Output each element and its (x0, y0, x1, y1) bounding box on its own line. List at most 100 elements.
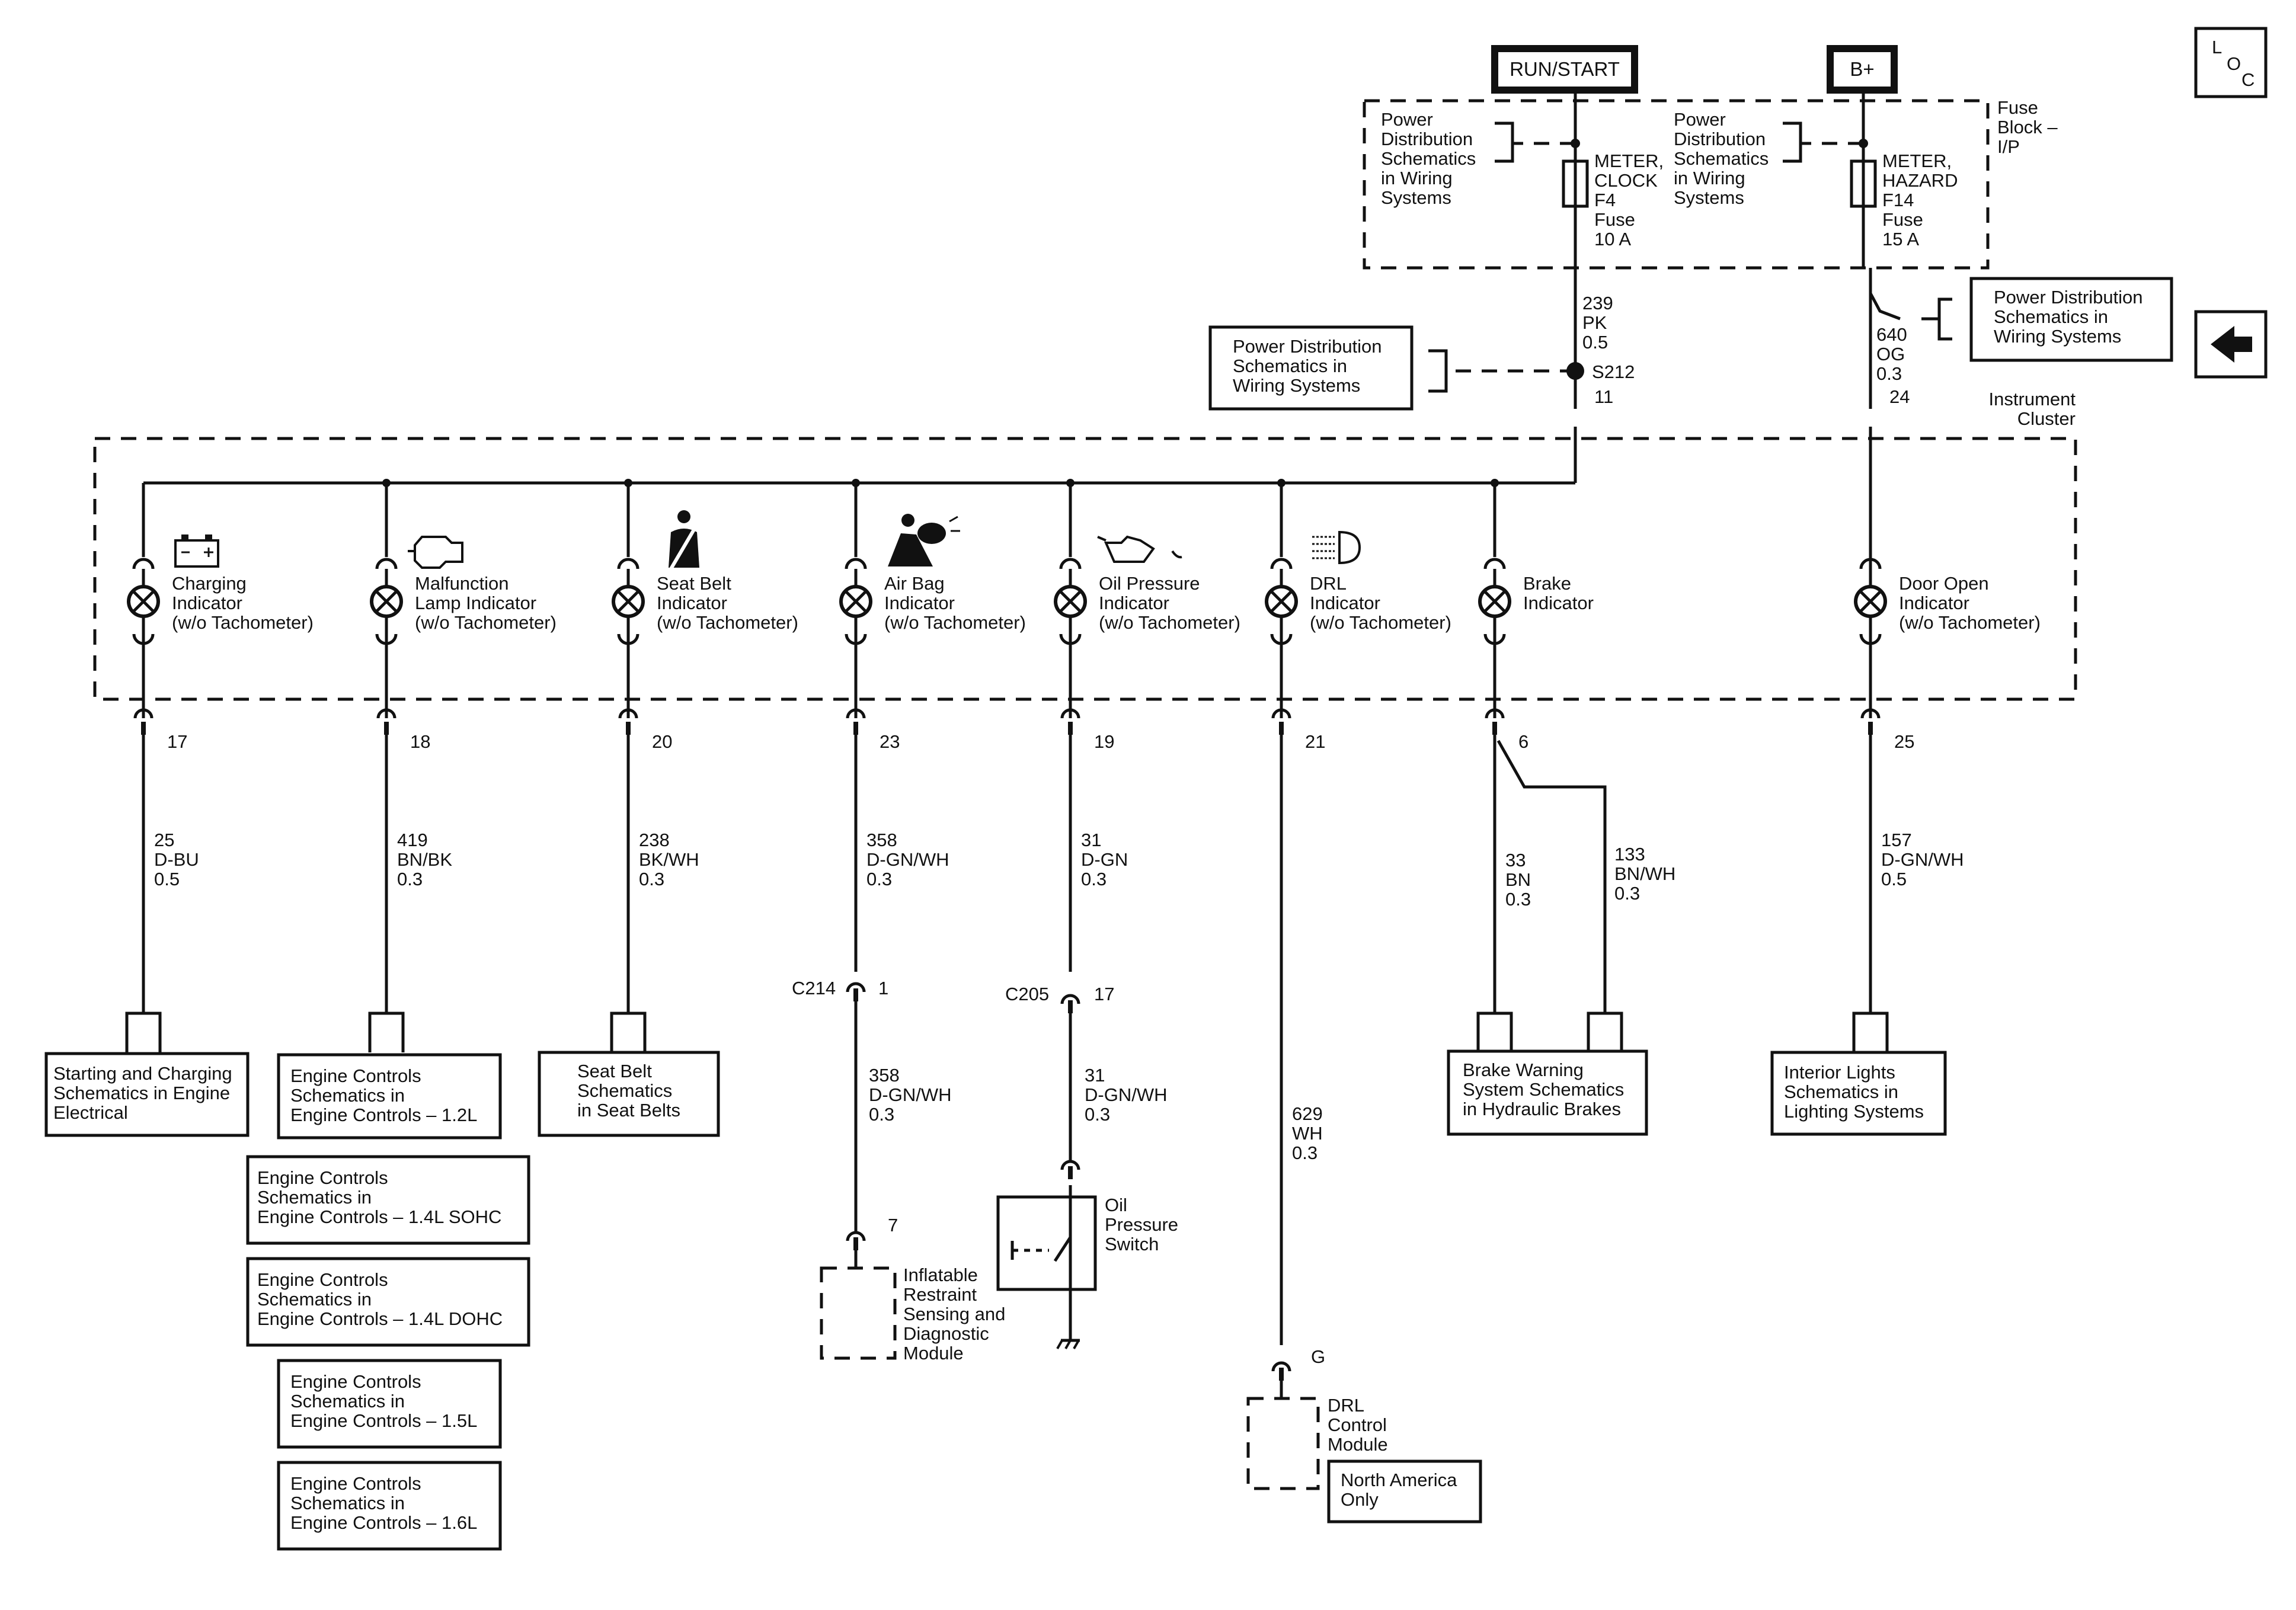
ref-box-line: Engine Controls (290, 1473, 421, 1494)
brake-branch-wire-label: 133 BN/WH 0.3 (1614, 844, 1675, 904)
wire-circuit: 640 (1876, 324, 1907, 345)
indicator-column (1054, 479, 1087, 972)
fuse-pd-ref-1[interactable]: Power Distribution Schematics in Wiring … (1381, 109, 1476, 208)
ref-box-interior-lights[interactable]: Interior Lights Schematics in Lighting S… (1770, 1051, 1947, 1136)
loc-letter-o: O (2227, 53, 2241, 74)
ref-box-engine-1-2l[interactable]: Engine Controls Schematics in Engine Con… (277, 1053, 502, 1140)
fuse-pd-ref-2[interactable]: Power Distribution Schematics in Wiring … (1674, 109, 1769, 208)
ref-box-seat-belt[interactable]: Seat Belt Schematics in Seat Belts (538, 1051, 720, 1137)
loc-letter-c: C (2241, 69, 2255, 90)
ref-box-line: Schematics in (257, 1289, 372, 1310)
pd-ref-box-left[interactable]: Power Distribution Schematics in Wiring … (1208, 325, 1414, 411)
connector-c214-pin: 1 (878, 978, 888, 998)
bus-junction (852, 479, 860, 487)
ref-box-engine-1-6l[interactable]: Engine Controls Schematics in Engine Con… (277, 1461, 502, 1551)
wire-label-line: 157 (1881, 830, 1912, 850)
module-label-line: Sensing and (903, 1304, 1005, 1324)
wire-circuit: 239 (1582, 293, 1613, 313)
module-label-line: Module (903, 1343, 964, 1363)
ref-box-line: Schematics in (257, 1187, 372, 1208)
wire-label-line: 31 (1081, 830, 1101, 850)
note-line: Only (1341, 1489, 1379, 1510)
indicator-lamp (1265, 585, 1298, 618)
wire-label-line: 25 (154, 830, 174, 850)
run-start-box (1491, 45, 1638, 94)
ref-box-engine-1-4l-sohc[interactable]: Engine Controls Schematics in Engine Con… (246, 1155, 530, 1245)
ground-icon (1056, 1339, 1080, 1349)
ref-box-line: Engine Controls (257, 1167, 388, 1188)
indicator-label-line: (w/o Tachometer) (1099, 612, 1240, 633)
indicator-label-line: Indicator (172, 593, 242, 613)
wire-label-line: 0.5 (154, 869, 180, 889)
ref-box-line: Schematics in (290, 1085, 405, 1106)
wire-circuit: 133 (1614, 844, 1645, 865)
module-label-line: Restraint (903, 1284, 977, 1305)
wire-gauge: 0.3 (1085, 1104, 1110, 1125)
feed-wire-label-640: 640 OG 0.3 (1876, 324, 1907, 384)
ref-box-line: Schematics in (290, 1493, 405, 1513)
cluster-pin-number: 21 (1305, 731, 1325, 752)
pd-ref-line: Distribution (1381, 129, 1473, 149)
wire-label-line: 0.3 (866, 869, 892, 889)
terminal-stub (125, 1012, 162, 1052)
wire-color: D-GN/WH (1085, 1084, 1167, 1105)
pd-ref-box-right[interactable]: Power Distribution Schematics in Wiring … (1969, 277, 2173, 362)
indicator-lamp (1478, 585, 1511, 618)
left-arrow-icon (2211, 326, 2252, 363)
ref-box-line: Schematics in (1233, 356, 1347, 376)
ref-box-line: Schematics in (1784, 1081, 1898, 1102)
indicator-label-line: DRL (1310, 573, 1347, 594)
pd-ref-line: Schematics (1381, 148, 1476, 169)
indicator-lamp (1854, 585, 1887, 618)
loc-letter-l: L (2212, 37, 2222, 57)
wire-label-line: 0.3 (1081, 869, 1107, 889)
indicator-label-line: Indicator (1099, 593, 1169, 613)
module-label-line: Control (1328, 1414, 1387, 1435)
wire-label-line: 358 (866, 830, 897, 850)
back-arrow-button[interactable] (2194, 310, 2268, 379)
wire-color: PK (1582, 312, 1607, 333)
pd-ref-line: in Wiring (1674, 168, 1745, 188)
indicator-label-line: Charging (172, 573, 247, 594)
fuse-f4-label: METER, CLOCK F4 Fuse 10 A (1594, 151, 1664, 249)
brake-branch-wire (1496, 740, 1607, 1013)
terminal-stub (1476, 1012, 1513, 1052)
ref-box-engine-1-4l-dohc[interactable]: Engine Controls Schematics in Engine Con… (246, 1257, 530, 1347)
ref-box-brake[interactable]: Brake Warning System Schematics in Hydra… (1447, 1049, 1648, 1136)
ref-box-line: Lighting Systems (1784, 1101, 1924, 1122)
ref-box-charging[interactable]: Starting and Charging Schematics in Engi… (44, 1052, 250, 1137)
cluster-feed-pin-11: 11 (1594, 386, 1613, 407)
indicator-lamp (370, 585, 403, 618)
airbag-module-outline (820, 1266, 897, 1360)
wire-gauge: 0.5 (1582, 332, 1608, 353)
wire-color: OG (1876, 344, 1905, 364)
cluster-label-line-2: Cluster (2017, 408, 2076, 429)
ref-box-engine-1-5l[interactable]: Engine Controls Schematics in Engine Con… (277, 1359, 502, 1449)
wire-label-line: 0.5 (1881, 869, 1907, 889)
wire-color: BN/WH (1614, 863, 1675, 884)
cluster-pin-number: 17 (167, 731, 187, 752)
connector-c214-name: C214 (792, 978, 836, 998)
loc-badge[interactable]: L O C (2194, 27, 2268, 98)
ref-box-line: Brake Warning (1463, 1060, 1584, 1080)
fuse-block-label-line-2: Block – (1997, 117, 2058, 137)
fuse-block-outline (1363, 99, 1990, 270)
indicator-label-line: Brake (1523, 573, 1571, 594)
indicator-label-line: Oil Pressure (1099, 573, 1200, 594)
fuse-label-line: Fuse (1882, 209, 1923, 230)
pd-ref-line: Power (1381, 109, 1433, 130)
fuse-label-line: F4 (1594, 190, 1616, 210)
airbag-module-label: Inflatable Restraint Sensing and Diagnos… (903, 1265, 1005, 1363)
ref-box-line: Schematics in (1994, 306, 2108, 327)
module-label-line: Pressure (1105, 1214, 1178, 1235)
cluster-pin-number: 23 (880, 731, 900, 752)
indicator-label-line: (w/o Tachometer) (1899, 612, 2041, 633)
drl-module-outline (1246, 1397, 1320, 1490)
ref-box-line: Engine Controls – 1.2L (290, 1105, 477, 1125)
wire-color: D-GN/WH (869, 1084, 951, 1105)
indicator-lamp (127, 585, 160, 618)
fuse-label-line: 15 A (1882, 229, 1919, 249)
fuse-label-line: METER, (1882, 151, 1952, 171)
drl-module-pin: G (1311, 1346, 1325, 1367)
module-label-line: Oil (1105, 1195, 1127, 1215)
